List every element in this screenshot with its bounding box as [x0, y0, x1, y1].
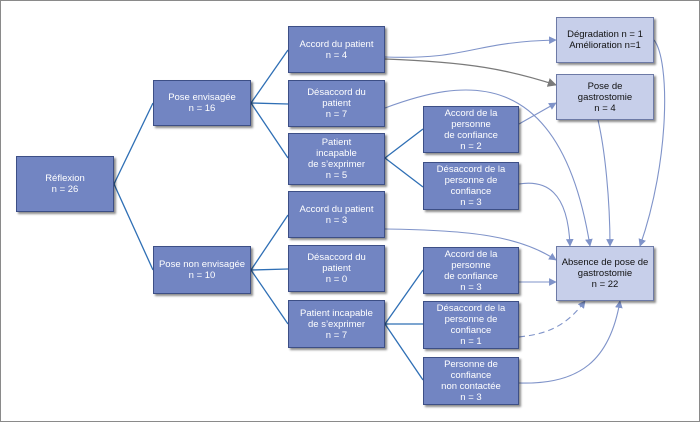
arrow-nocontact-absence: [518, 300, 623, 384]
branch-incapable1-desaccord: [384, 157, 424, 188]
branch-nonpose-accord: [250, 214, 289, 271]
branch-nonpose-desaccord: [250, 268, 289, 271]
branch-reflexion-pose: [113, 102, 154, 185]
arrow-desaccord1-absence: [384, 89, 593, 247]
branch-pose-desaccord: [250, 102, 289, 105]
branch-reflexion-non-pose: [113, 183, 154, 271]
branch-incapable2-nocontact: [384, 323, 424, 381]
branch-pose-accord: [250, 49, 289, 104]
arrow-accord1-evolution: [384, 36, 557, 58]
branch-nonpose-incapable: [250, 269, 289, 325]
arrow-accord2-absence: [384, 228, 557, 261]
arrow-desaccordconf2-absence: [518, 300, 586, 338]
branch-incapable2-accord: [384, 269, 424, 325]
branch-pose-incapable: [250, 102, 289, 159]
branch-incapable1-accord: [384, 128, 424, 159]
arrow-accordconf1-gastro: [518, 102, 557, 125]
arrow-accord1-gastro: [384, 58, 557, 87]
arrow-gastro-absence: [597, 119, 614, 247]
arrow-desaccordconf1-absence: [518, 182, 574, 247]
arrow-evolution-absence: [638, 39, 666, 247]
